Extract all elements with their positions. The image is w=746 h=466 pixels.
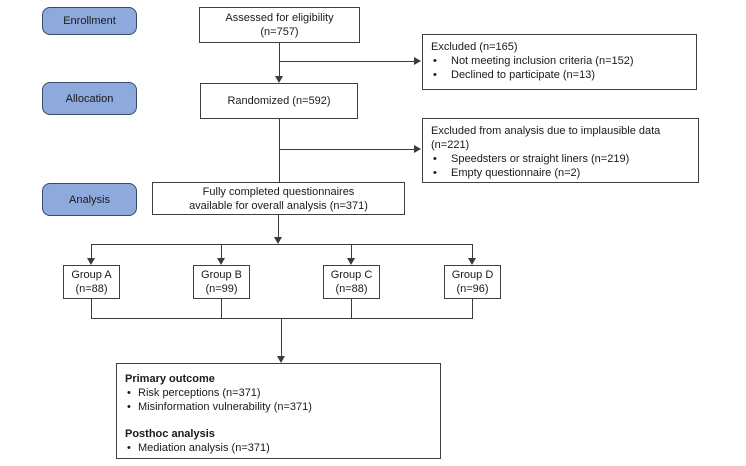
bullet-glyph: • xyxy=(433,69,437,81)
split-line-top xyxy=(91,243,473,245)
connector-split-to-group-a xyxy=(90,244,92,259)
bullet-glyph: • xyxy=(433,167,437,179)
excluded-enrollment-bullet-1: Not meeting inclusion criteria (n=152) xyxy=(451,55,634,67)
excluded-analysis-bullet-2: Empty questionnaire (n=2) xyxy=(451,167,581,179)
stage-label-enrollment: Enrollment xyxy=(63,15,116,27)
bullet-item: • Risk perceptions (n=371) xyxy=(125,386,432,400)
stage-box-analysis: Analysis xyxy=(42,183,137,216)
bullet-item: • Speedsters or straight liners (n=219) xyxy=(431,152,692,166)
connector-group-c-to-merge xyxy=(350,299,352,318)
completed-line2: available for overall analysis (n=371) xyxy=(189,199,368,212)
connector-assessed-to-randomized xyxy=(278,43,280,77)
arrowhead-into-outcome xyxy=(276,356,285,363)
box-group-d: Group D (n=96) xyxy=(444,265,501,299)
bullet-glyph: • xyxy=(433,55,437,67)
box-excluded-enrollment: Excluded (n=165) • Not meeting inclusion… xyxy=(422,34,697,90)
arrowhead-into-group-d xyxy=(467,258,476,265)
bullet-item: • Not meeting inclusion criteria (n=152) xyxy=(431,54,690,68)
posthoc-bullet-1: Mediation analysis (n=371) xyxy=(138,442,270,454)
arrowhead-into-group-b xyxy=(216,258,225,265)
stage-box-allocation: Allocation xyxy=(42,82,137,115)
connector-randomized-to-completed xyxy=(278,119,280,182)
stage-box-enrollment: Enrollment xyxy=(42,7,137,35)
group-d-name: Group D xyxy=(451,269,494,281)
assessed-count: (n=757) xyxy=(260,26,299,38)
bullet-item: • Declined to participate (n=13) xyxy=(431,68,690,82)
stage-label-analysis: Analysis xyxy=(69,193,110,206)
arrowhead-into-group-c xyxy=(346,258,355,265)
box-randomized: Randomized (n=592) xyxy=(200,83,358,119)
box-outcomes: Primary outcome • Risk perceptions (n=37… xyxy=(116,363,441,459)
connector-split-to-group-d xyxy=(471,244,473,259)
connector-merge-to-outcome xyxy=(280,318,282,356)
bullet-glyph: • xyxy=(127,387,131,399)
box-assessed-eligibility: Assessed for eligibility (n=757) xyxy=(199,7,360,43)
stage-label-allocation: Allocation xyxy=(65,92,114,105)
connector-split-to-group-b xyxy=(220,244,222,259)
arrowhead-into-excluded-enrollment xyxy=(414,56,421,65)
group-b-count: (n=99) xyxy=(205,283,238,295)
connector-group-a-to-merge xyxy=(90,299,92,318)
box-group-a: Group A (n=88) xyxy=(63,265,120,299)
arrowhead-into-excluded-analysis xyxy=(414,144,421,153)
arrowhead-into-randomized xyxy=(274,76,283,83)
box-completed-questionnaires: Fully completed questionnaires available… xyxy=(152,182,405,215)
box-group-b: Group B (n=99) xyxy=(193,265,250,299)
completed-line1: Fully completed questionnaires xyxy=(202,185,355,198)
section-spacer xyxy=(125,414,432,427)
excluded-analysis-title: Excluded from analysis due to implausibl… xyxy=(431,125,661,151)
primary-outcome-bullet-2: Misinformation vulnerability (n=371) xyxy=(138,401,312,413)
assessed-line1: Assessed for eligibility xyxy=(225,12,334,24)
box-group-c: Group C (n=88) xyxy=(323,265,380,299)
posthoc-analysis-title: Posthoc analysis xyxy=(125,428,215,440)
excluded-analysis-bullet-1: Speedsters or straight liners (n=219) xyxy=(451,153,630,165)
connector-branch-excluded-analysis xyxy=(279,148,414,150)
group-d-count: (n=96) xyxy=(456,283,489,295)
bullet-item: • Mediation analysis (n=371) xyxy=(125,441,432,455)
bullet-glyph: • xyxy=(433,153,437,165)
connector-split-to-group-c xyxy=(350,244,352,259)
connector-group-d-to-merge xyxy=(471,299,473,318)
primary-outcome-bullet-1: Risk perceptions (n=371) xyxy=(138,387,261,399)
excluded-enrollment-title: Excluded (n=165) xyxy=(431,41,518,53)
connector-completed-to-split xyxy=(277,215,280,238)
randomized-label: Randomized (n=592) xyxy=(227,95,331,107)
bullet-item: • Misinformation vulnerability (n=371) xyxy=(125,400,432,414)
connector-branch-excluded-enrollment xyxy=(279,60,414,62)
arrowhead-at-split-line xyxy=(274,237,282,244)
box-excluded-analysis: Excluded from analysis due to implausibl… xyxy=(422,118,699,183)
arrowhead-into-group-a xyxy=(86,258,95,265)
primary-outcome-title: Primary outcome xyxy=(125,373,215,385)
group-c-name: Group C xyxy=(330,269,373,281)
group-b-name: Group B xyxy=(201,269,242,281)
bullet-item: • Empty questionnaire (n=2) xyxy=(431,166,692,180)
connector-group-b-to-merge xyxy=(220,299,222,318)
bullet-glyph: • xyxy=(127,401,131,413)
group-a-count: (n=88) xyxy=(75,283,108,295)
bullet-glyph: • xyxy=(127,442,131,454)
excluded-enrollment-bullet-2: Declined to participate (n=13) xyxy=(451,69,595,81)
group-a-name: Group A xyxy=(71,269,112,281)
group-c-count: (n=88) xyxy=(335,283,368,295)
